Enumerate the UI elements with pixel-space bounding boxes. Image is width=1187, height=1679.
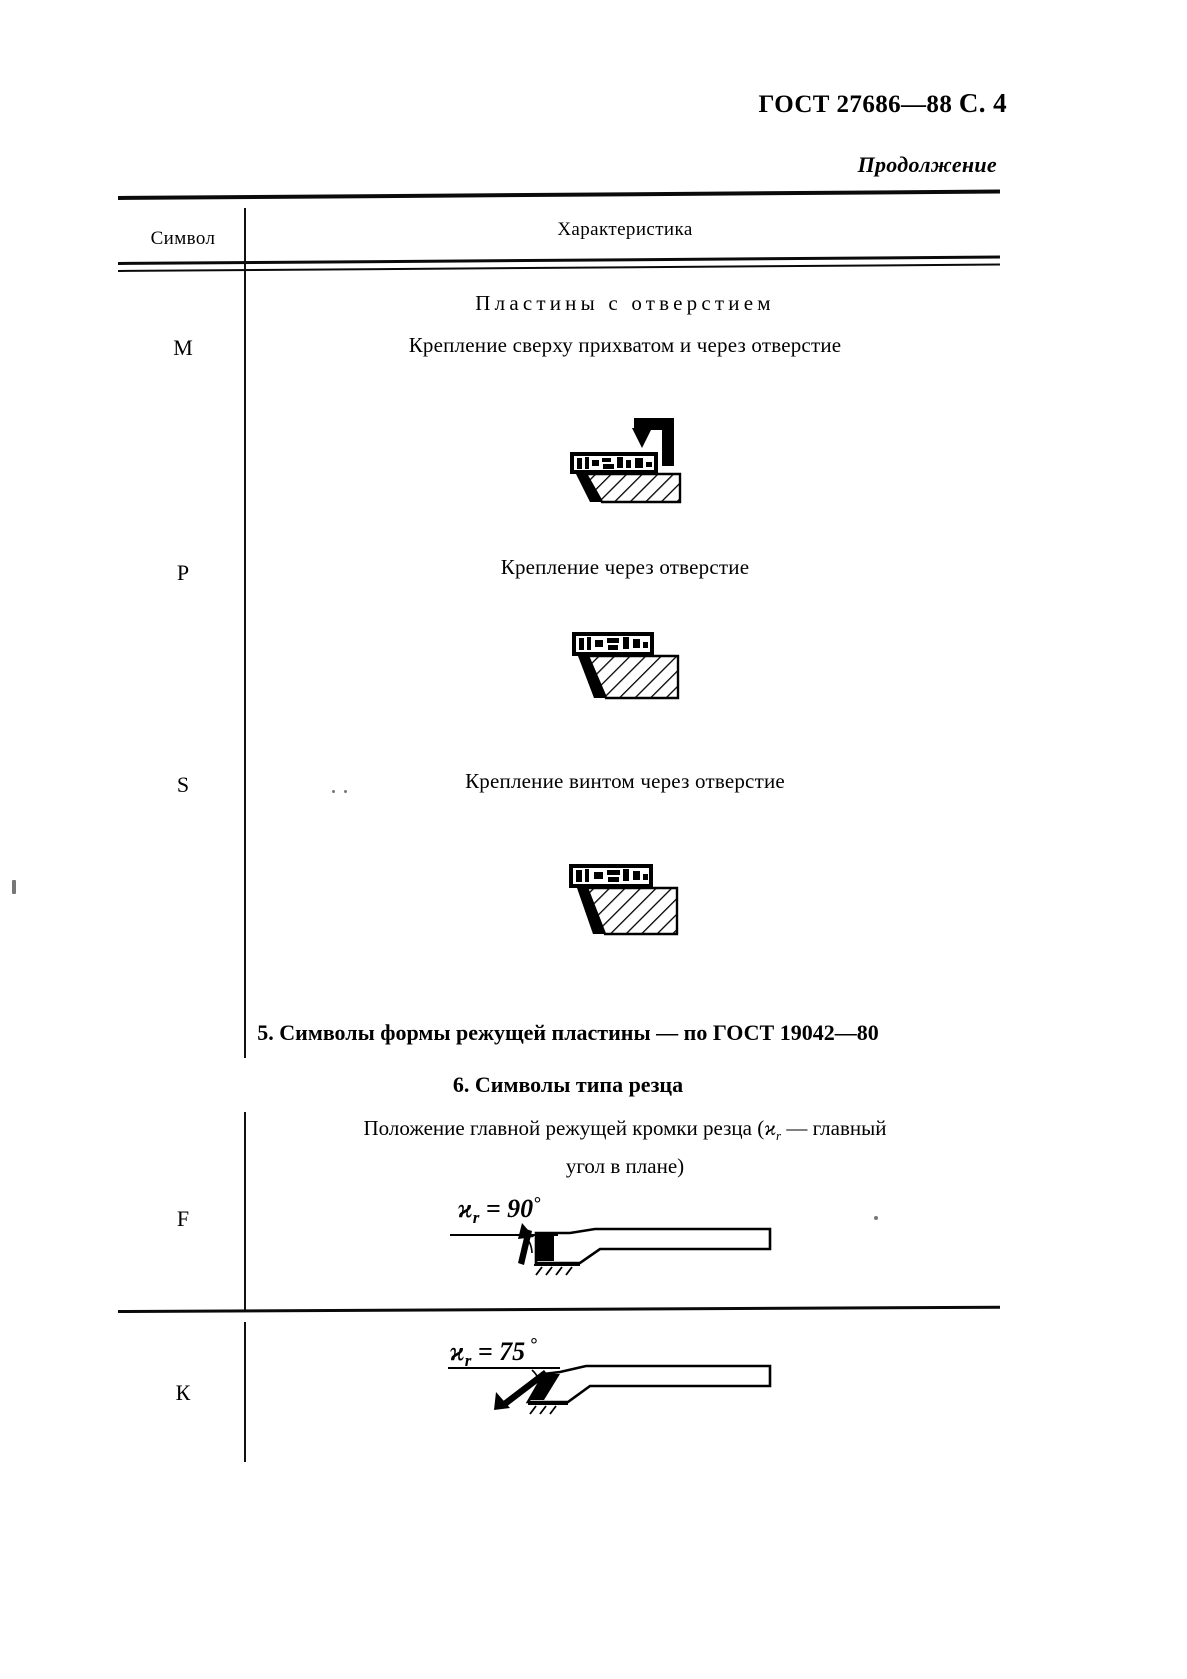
column-divider-lower bbox=[244, 1322, 246, 1462]
figure-clamp-through-hole bbox=[566, 626, 686, 707]
figure-clamp-screw-through-hole bbox=[563, 856, 685, 943]
symbol-cell-f: F bbox=[176, 1206, 190, 1231]
section-5-text: 5. Символы формы режущей пластины — по Г… bbox=[257, 1020, 879, 1045]
symbol-cell-p: Р bbox=[176, 560, 190, 585]
scan-speckle bbox=[344, 790, 347, 793]
section-5-heading: 5. Символы формы режущей пластины — по Г… bbox=[118, 1020, 1018, 1046]
table-header-rule-lower bbox=[117, 263, 1000, 272]
description-cell-p: Крепление через отверстие bbox=[500, 555, 750, 579]
column-header-characteristic: Характеристика bbox=[557, 219, 693, 240]
scan-speckle bbox=[874, 1216, 878, 1220]
symbol-cell-k: К bbox=[175, 1380, 191, 1405]
column-divider-middle bbox=[244, 1112, 246, 1310]
caption-prefix: Положение главной режущей кромки резца ( bbox=[363, 1116, 765, 1140]
section-6-heading: 6. Символы типа резца bbox=[452, 1072, 684, 1097]
description-cell-s: Крепление винтом через отверстие bbox=[465, 769, 785, 793]
continuation-label: Продолжение bbox=[857, 152, 997, 177]
figure-tool-angle-75: ϰr = 75 ° bbox=[440, 1330, 840, 1440]
description-cell-m: Крепление сверху прихватом и через отвер… bbox=[408, 333, 842, 357]
page-number: С. 4 bbox=[958, 88, 1007, 118]
scan-speckle bbox=[332, 790, 335, 793]
tool-type-caption: Положение главной режущей кромки резца (… bbox=[250, 1113, 1000, 1182]
angle-label-75: ϰr = 75 ° bbox=[450, 1334, 538, 1370]
group-title-inserts-with-hole: Пластины с отверстием bbox=[475, 291, 775, 315]
angle-label-90: ϰr = 90° bbox=[458, 1193, 541, 1227]
table-bottom-rule bbox=[117, 1305, 1000, 1313]
column-header-symbol: Символ bbox=[150, 228, 216, 249]
table-top-rule bbox=[117, 189, 1000, 200]
symbol-cell-s: S bbox=[176, 772, 190, 797]
caption-line-2: угол в плане) bbox=[565, 1154, 685, 1179]
standard-number: ГОСТ 27686—88 bbox=[758, 91, 953, 118]
scan-speckle bbox=[12, 880, 16, 894]
caption-suffix: — главный bbox=[781, 1116, 887, 1140]
column-divider-upper bbox=[244, 208, 246, 1058]
page-header: ГОСТ 27686—88 С. 4 bbox=[759, 88, 1007, 119]
kappa-symbol-inline: ϰr bbox=[764, 1116, 782, 1144]
symbol-cell-m: М bbox=[173, 335, 193, 360]
figure-tool-angle-90: ϰr = 90° bbox=[440, 1185, 840, 1295]
figure-clamp-top-and-through-hole bbox=[556, 404, 696, 509]
